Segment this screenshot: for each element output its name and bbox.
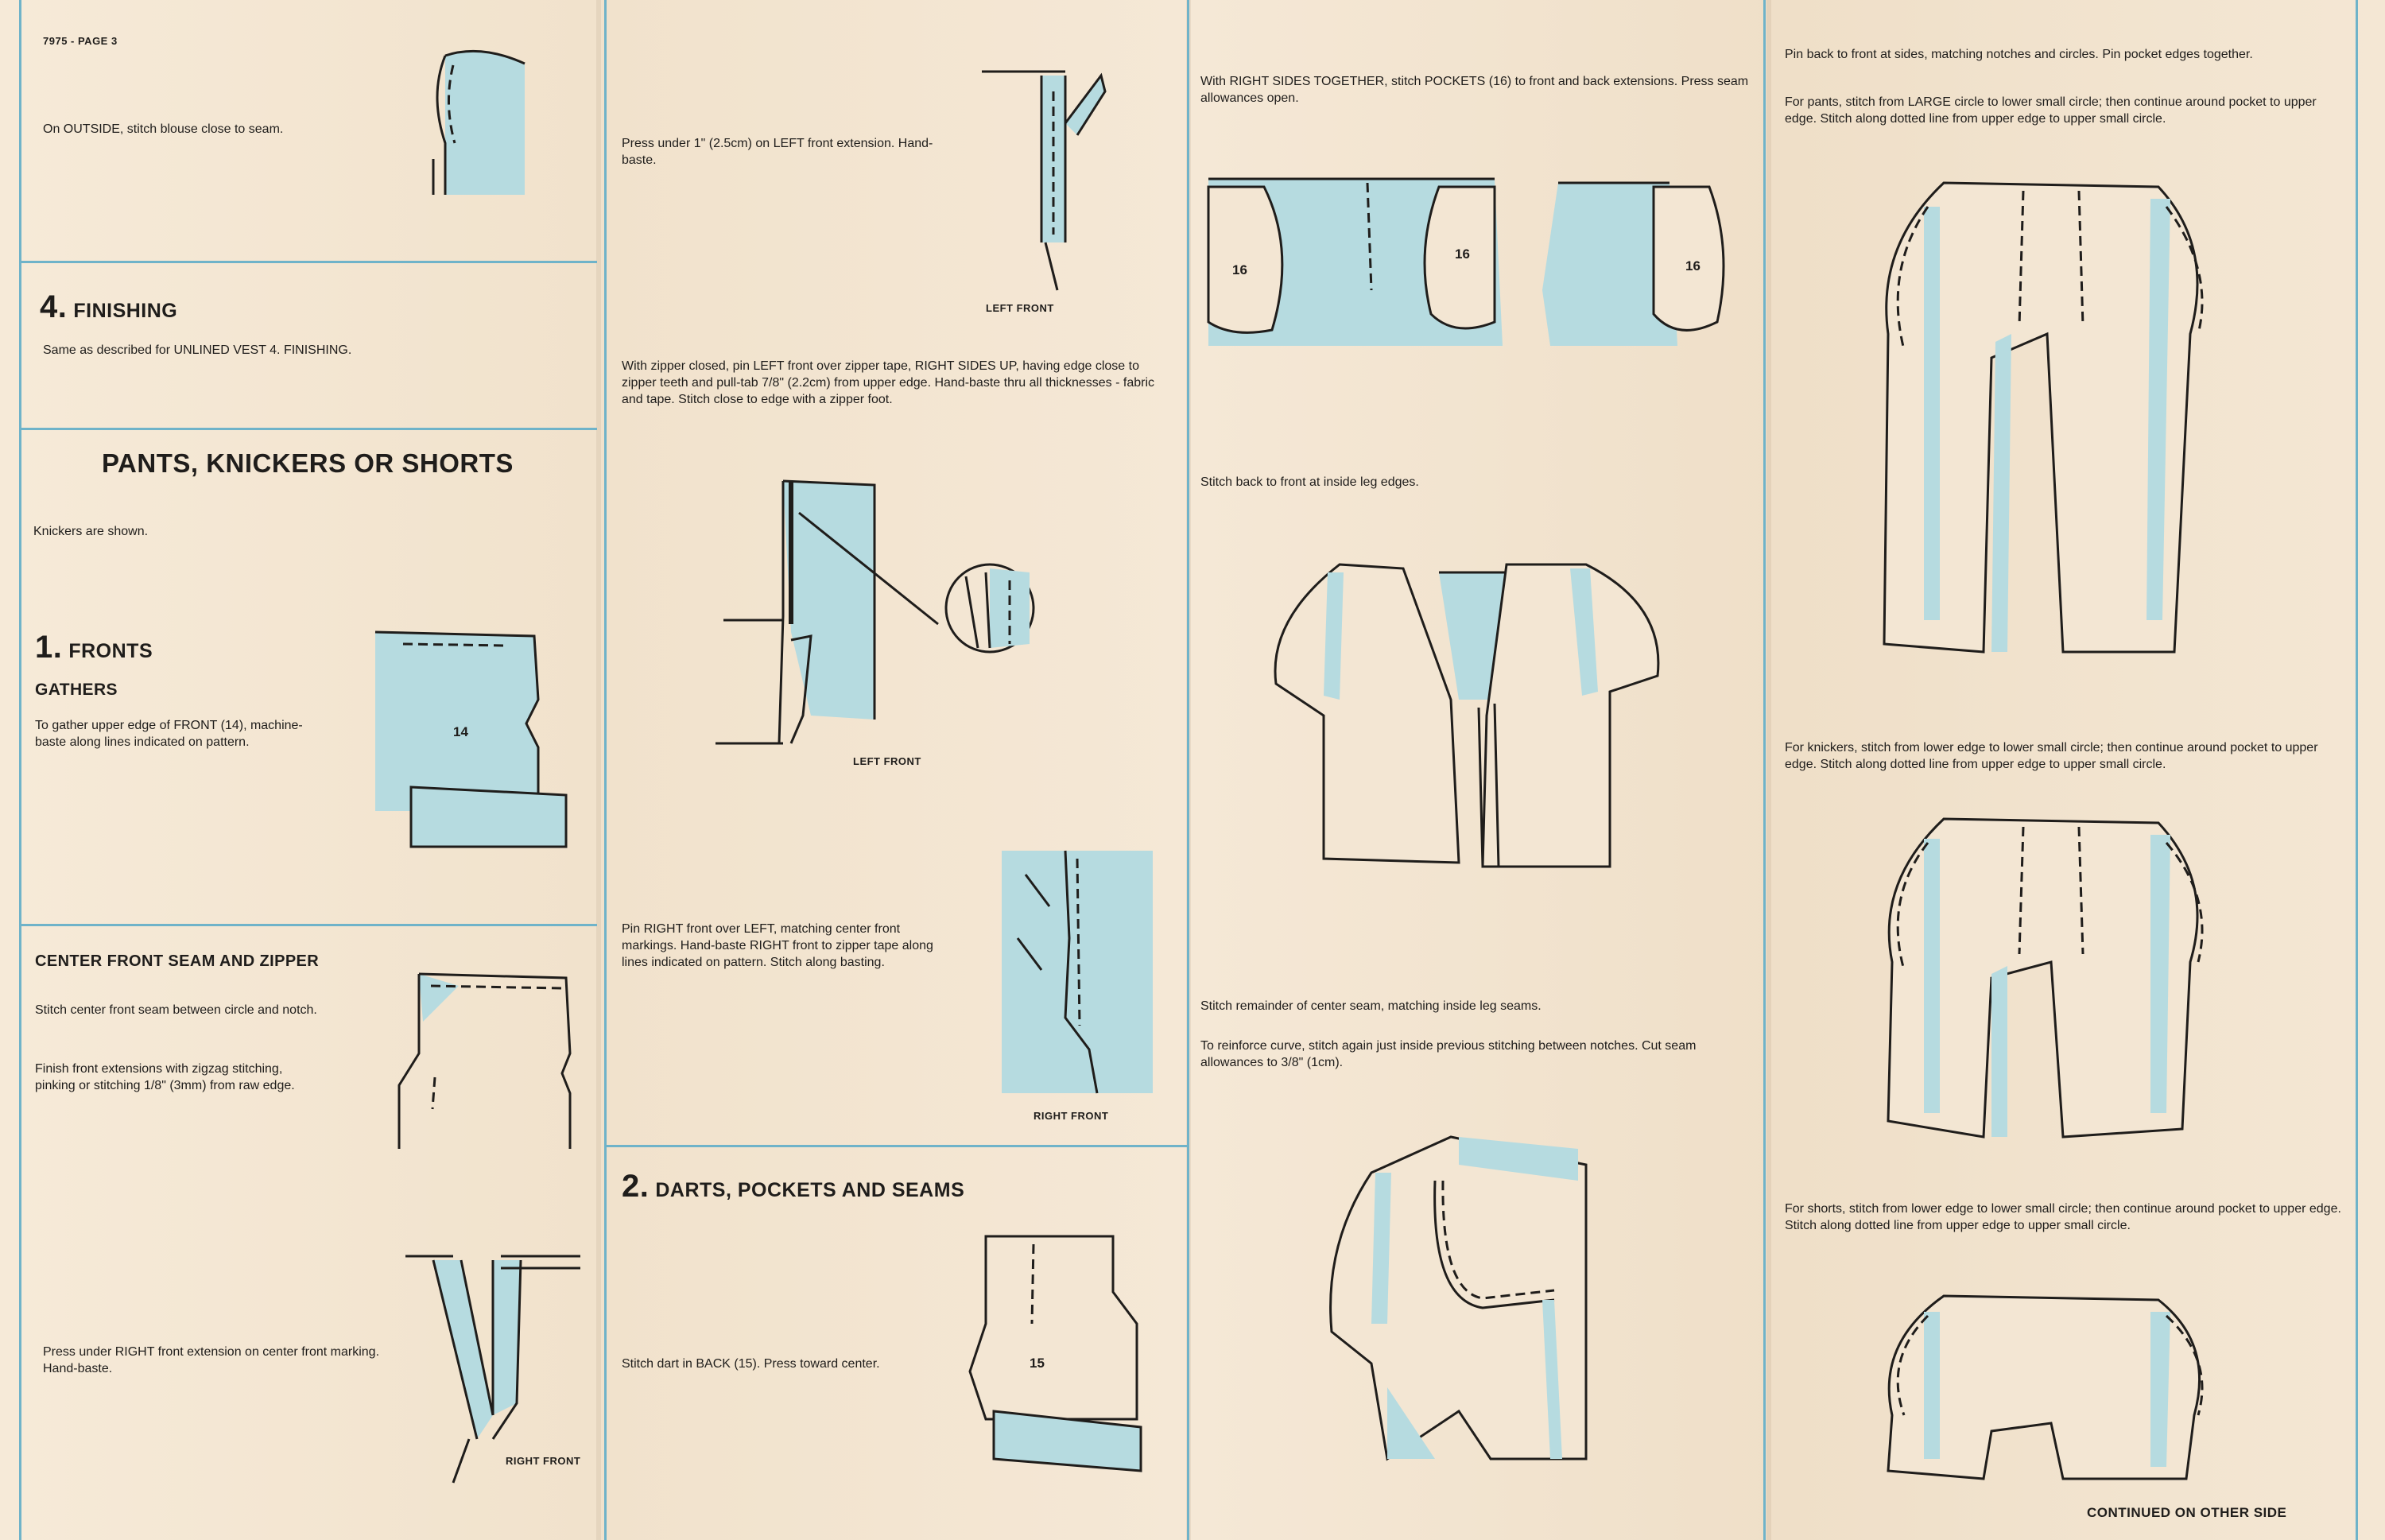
finishing-number: 4. <box>40 289 68 324</box>
for-shorts-text: For shorts, stitch from lower edge to lo… <box>1785 1202 2341 1232</box>
right-front-label-2: RIGHT FRONT <box>1034 1110 1109 1122</box>
press-right-text: Press under RIGHT front extension on cen… <box>43 1345 380 1375</box>
right-front-press-illustration <box>405 1244 588 1484</box>
pants-section-title: PANTS, KNICKERS OR SHORTS <box>102 448 514 478</box>
border-left <box>19 0 21 1540</box>
fronts-number: 1. <box>35 630 63 665</box>
column-border <box>604 0 607 1540</box>
piece-14-label: 14 <box>453 724 468 739</box>
inside-leg-text: Stitch back to front at inside leg edges… <box>1200 475 1419 489</box>
divider <box>19 924 597 926</box>
pin-back-text: Pin back to front at sides, matching not… <box>1785 48 2253 61</box>
gathers-text: To gather upper edge of FRONT (14), mach… <box>35 719 303 749</box>
press-left-text: Press under 1" (2.5cm) on LEFT front ext… <box>622 137 933 167</box>
continued-footer: CONTINUED ON OTHER SIDE <box>2087 1505 2287 1520</box>
center-front-seam-text-1: Stitch center front seam between circle … <box>35 1003 317 1017</box>
right-front-pin-illustration <box>994 843 1161 1101</box>
darts-heading: 2.DARTS, POCKETS AND SEAMS <box>622 1169 964 1204</box>
gathers-heading: GATHERS <box>35 681 118 699</box>
divider <box>19 428 597 430</box>
back-15-illustration: 15 <box>954 1228 1149 1483</box>
column-border <box>1187 0 1189 1540</box>
shorts-side-seam-illustration <box>1880 1288 2222 1487</box>
fold-line <box>596 0 601 1540</box>
inside-leg-illustration <box>1268 557 1681 882</box>
reinforce-text: To reinforce curve, stitch again just in… <box>1200 1039 1697 1069</box>
zipper-detail-circle <box>942 561 1037 656</box>
finishing-heading: 4.FINISHING <box>40 289 177 325</box>
divider <box>604 1145 1187 1147</box>
for-pants-text: For pants, stitch from LARGE circle to l… <box>1785 95 2317 126</box>
left-front-label-1: LEFT FRONT <box>986 302 1054 314</box>
outside-stitch-text: On OUTSIDE, stitch blouse close to seam. <box>43 122 284 136</box>
darts-title: DARTS, POCKETS AND SEAMS <box>655 1179 965 1201</box>
left-front-press-illustration <box>982 60 1121 298</box>
piece-16-label-b: 16 <box>1455 246 1470 262</box>
pants-side-seam-illustration <box>1880 175 2222 668</box>
finishing-text: Same as described for UNLINED VEST 4. FI… <box>43 343 352 357</box>
sleeve-seam-illustration <box>421 48 533 199</box>
center-front-seam-heading: CENTER FRONT SEAM AND ZIPPER <box>35 952 320 970</box>
page-header: 7975 - PAGE 3 <box>43 35 118 47</box>
knickers-side-seam-illustration <box>1880 811 2222 1153</box>
pin-right-text: Pin RIGHT front over LEFT, matching cent… <box>622 922 933 969</box>
darts-number: 2. <box>622 1169 650 1204</box>
fronts-title: FRONTS <box>68 640 153 662</box>
fold-line <box>1766 0 1771 1540</box>
column-border <box>1763 0 1766 1540</box>
piece-16-label-c: 16 <box>1685 258 1701 273</box>
pockets-illustration: 16 16 16 <box>1207 171 1757 354</box>
border-right <box>2356 0 2358 1540</box>
finishing-title: FINISHING <box>73 300 178 322</box>
remainder-seam-text: Stitch remainder of center seam, matchin… <box>1200 999 1542 1013</box>
for-knickers-text: For knickers, stitch from lower edge to … <box>1785 741 2318 771</box>
divider <box>19 261 597 263</box>
pockets-text: With RIGHT SIDES TOGETHER, stitch POCKET… <box>1200 75 1749 105</box>
knickers-shown-text: Knickers are shown. <box>33 525 149 538</box>
center-seam-illustration <box>1324 1125 1626 1475</box>
front-14-illustration: 14 <box>367 620 582 848</box>
zipper-illustration <box>716 473 954 759</box>
fronts-heading: 1.FRONTS <box>35 630 153 665</box>
center-front-seam-text-2: Finish front extensions with zigzag stit… <box>35 1062 295 1092</box>
zipper-text: With zipper closed, pin LEFT front over … <box>622 359 1155 406</box>
stitch-dart-text: Stitch dart in BACK (15). Press toward c… <box>622 1357 880 1371</box>
piece-16-label-a: 16 <box>1232 262 1247 277</box>
center-front-seam-illustration <box>391 958 582 1157</box>
right-front-label-1: RIGHT FRONT <box>506 1455 581 1467</box>
piece-15-label: 15 <box>1030 1356 1045 1371</box>
left-front-label-2: LEFT FRONT <box>853 755 921 767</box>
